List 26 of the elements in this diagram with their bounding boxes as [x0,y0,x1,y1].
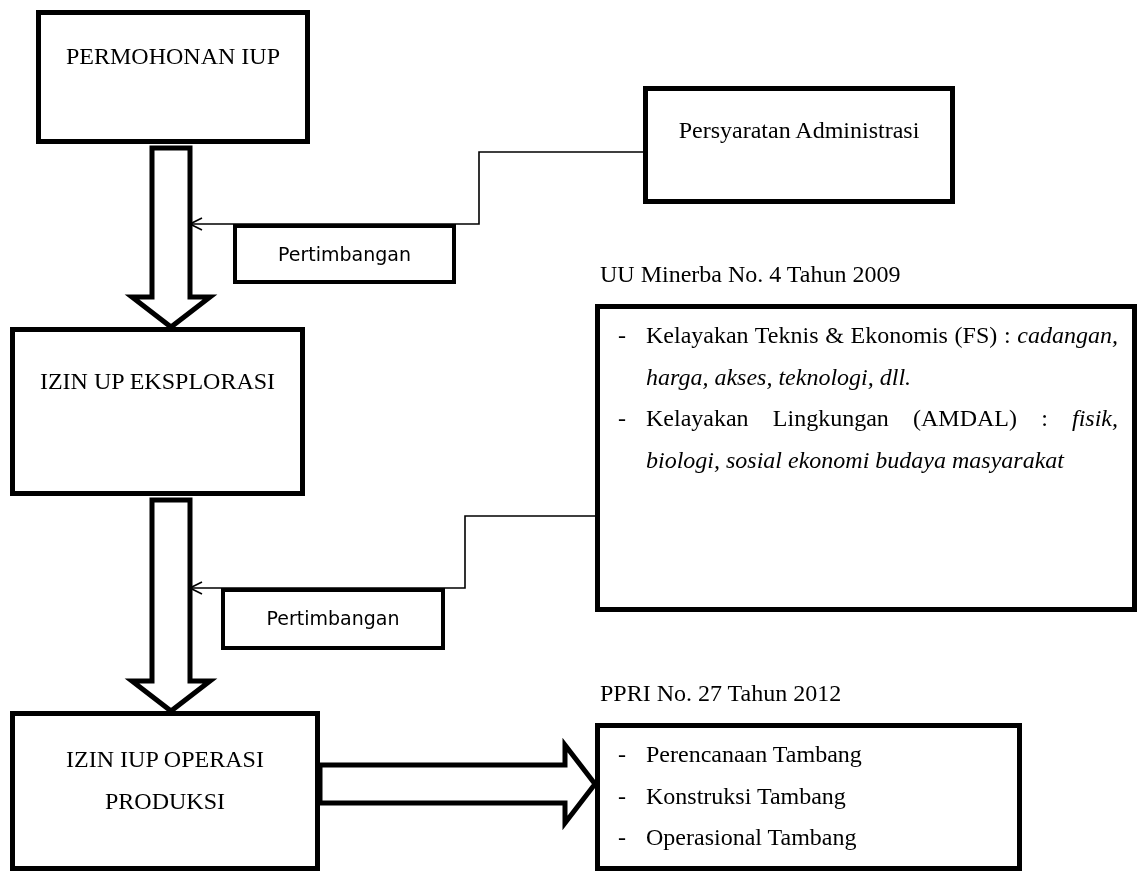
list-item: Operasional Tambang [646,823,858,852]
box-text: IZIN IUP OPERASI PRODUKSI [65,745,265,816]
list-item: Konstruksi Tambang [646,781,847,811]
list-bullet: - [617,781,627,811]
box-text: IZIN UP EKSPLORASI [38,367,277,396]
box-text: PERMOHONAN IUP [65,42,281,71]
list-bullet: - [617,740,627,769]
list-item: Kelayakan Lingkungan (AMDAL) : fisik, biologi, sosial ekonomi budaya masyarakat [646,404,1119,475]
label-box [233,224,456,284]
box-heading: UU Minerba No. 4 Tahun 2009 [600,261,901,288]
process-box [10,711,320,871]
box-text: Pertimbangan [265,606,401,631]
label-box [221,588,445,650]
arrow [189,151,644,231]
process-box [36,10,310,144]
list-item: Kelayakan Teknis & Ekonomis (FS) : cadangan, harga, akses, teknologi, dll. [646,321,1119,392]
box-text: Pertimbangan [277,242,412,267]
process-box [10,327,305,496]
list-bullet: - [617,404,627,433]
process-box [643,86,955,204]
list-bullet: - [617,321,627,350]
arrow [189,515,596,595]
list-bullet: - [617,823,627,852]
box-heading: PPRI No. 27 Tahun 2012 [600,680,842,707]
list-item: Perencanaan Tambang [646,740,863,769]
box-text: Persyaratan Administrasi [677,116,921,145]
